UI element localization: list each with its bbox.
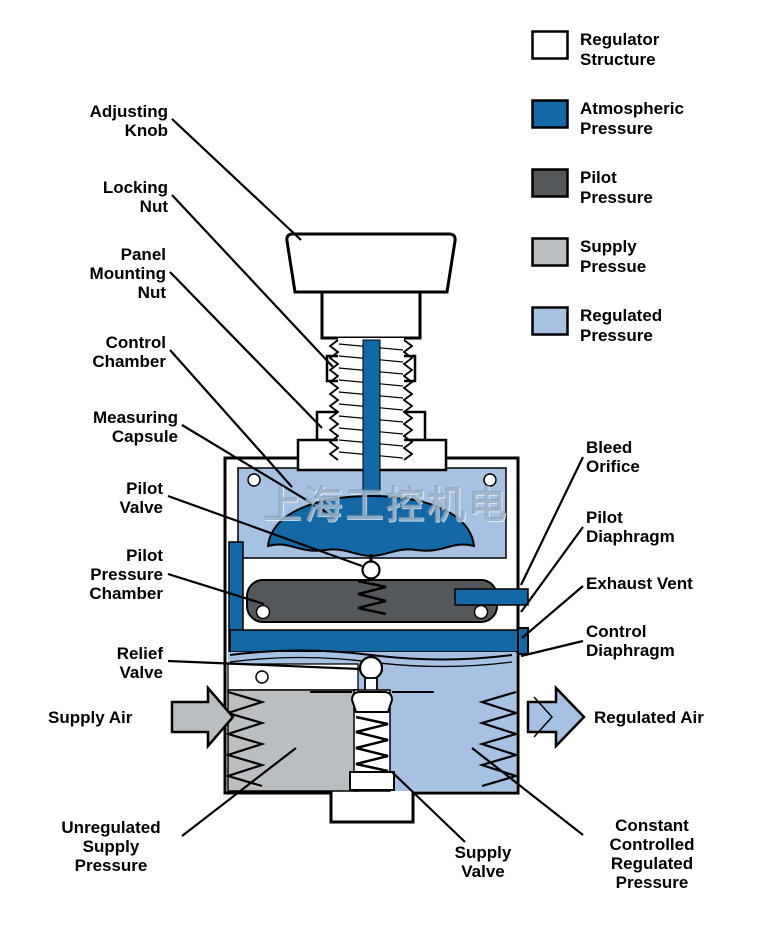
pilot-chamber-port-left [255,604,271,620]
leader-control-diaphragm [520,639,584,658]
relief-valve [358,655,384,681]
legend-label: Atmospheric Pressure [580,99,684,138]
legend-item-pilot-pressure: Pilot Pressure [531,168,757,208]
callout-supply-air: Supply Air [48,708,133,727]
legend-item-regulator-structure: Regulator Structure [531,30,757,70]
legend-label: Regulator Structure [580,30,660,69]
supply-valve [310,689,434,792]
callout-control-chamber: Control Chamber [92,333,166,371]
callout-pilot-valve: Pilot Valve [119,479,164,517]
spring-seat [349,771,395,791]
pilot-chamber-port-right [473,604,489,620]
leader-pilot-pressure-chamber [167,572,265,606]
leader-pilot-diaphragm [520,526,584,613]
supply-casting-bolt [255,670,269,684]
pilot-valve-spring [357,579,387,616]
leader-adjusting-knob [171,118,302,241]
callout-pilot-pressure-chamber: Pilot Pressure Chamber [89,546,163,603]
supply-port-threads [224,690,266,788]
adjusting-knob [285,232,457,340]
bolt-left [247,473,261,487]
pilot-pressure-swatch [531,168,569,198]
leader-unregulated-supply [181,747,297,837]
leader-relief-valve [167,659,361,671]
leader-locking-nut [171,194,334,368]
atmospheric-pressure-swatch [531,99,569,129]
leader-exhaust-vent [521,585,584,639]
callout-control-diaphragm: Control Diaphragm [586,622,675,660]
callout-supply-valve: Supply Valve [454,843,512,881]
bleed-orifice [454,588,529,606]
regulated-pressure-swatch [531,306,569,336]
leader-pilot-valve [167,494,363,568]
regulated-air-arrow [526,684,586,750]
exhaust-vent-band [229,629,519,653]
legend-item-atmospheric-pressure: Atmospheric Pressure [531,99,757,139]
pilot-valve [361,560,381,580]
leader-constant-regulated [471,747,584,836]
callout-measuring-capsule: Measuring Capsule [92,408,178,446]
callout-panel-mounting-nut: Panel Mounting Nut [89,245,166,302]
legend: Regulator Structure Atmospheric Pressure… [531,30,757,375]
leader-lines [167,118,584,843]
measuring-capsule [266,494,476,558]
callout-regulated-air: Regulated Air [594,708,704,727]
callout-relief-valve: Relief Valve [116,644,163,682]
legend-item-supply-pressure: Supply Pressue [531,237,757,277]
supply-valve-spring [355,715,389,773]
callout-unregulated-supply-pressure: Unregulated Supply Pressure [61,818,161,875]
legend-label: Regulated Pressure [580,306,663,345]
callout-constant-controlled-regulated-pressure: Constant Controlled Regulated Pressure [609,816,695,892]
regulator-structure-swatch [531,30,569,60]
bolt-right [483,473,497,487]
legend-item-regulated-pressure: Regulated Pressure [531,306,757,346]
callout-pilot-diaphragm: Pilot Diaphragm [586,508,675,546]
leader-control-chamber [169,349,293,488]
leader-panel-mounting-nut [169,271,323,429]
callout-locking-nut: Locking Nut [102,178,168,216]
leader-bleed-orifice [520,456,584,586]
callout-adjusting-knob: Adjusting Knob [89,102,168,140]
legend-label: Pilot Pressure [580,168,653,207]
legend-label: Supply Pressue [580,237,647,276]
atmospheric-channel [362,339,381,509]
supply-pressure-swatch [531,237,569,267]
callout-bleed-orifice: Bleed Orifice [586,438,640,476]
leader-measuring-capsule [181,424,334,517]
leader-supply-valve [391,771,466,843]
callout-exhaust-vent: Exhaust Vent [586,574,693,593]
exhaust-vent-stub [517,627,529,655]
supply-air-arrow [170,684,235,750]
